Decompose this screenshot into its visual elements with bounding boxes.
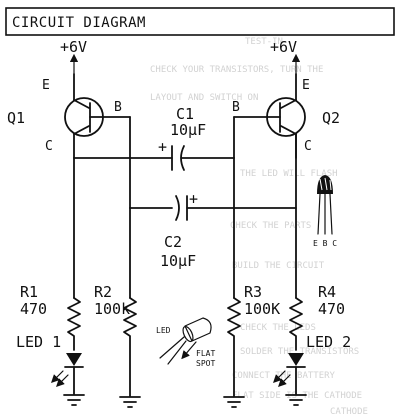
q2-label: Q2 bbox=[322, 109, 340, 127]
resistor-r2 bbox=[123, 297, 137, 397]
q1-collector-label: C bbox=[45, 139, 53, 154]
c1-value: 10μF bbox=[170, 121, 206, 139]
q1-base-label: B bbox=[114, 100, 122, 115]
transistor-pinout-sketch bbox=[317, 175, 333, 235]
ghost-line-11: CATHODE bbox=[330, 407, 368, 417]
transistor-q1 bbox=[64, 73, 131, 209]
ghost-line-6: BUILD THE CIRCUIT bbox=[232, 261, 325, 271]
ground-symbol-3 bbox=[223, 396, 245, 408]
led-inset-sketch bbox=[159, 317, 212, 365]
pinout-label: E B C bbox=[313, 239, 337, 248]
led-inset-flat-spot-label: FLAT SPOT bbox=[196, 349, 220, 368]
diagram-title: CIRCUIT DIAGRAM bbox=[12, 15, 146, 31]
r2-label: R2 bbox=[94, 283, 112, 301]
resistor-r1 bbox=[67, 297, 81, 351]
led-2 bbox=[273, 353, 306, 395]
r2-value: 100k bbox=[94, 300, 130, 318]
q2-emitter-label: E bbox=[302, 78, 310, 93]
ghost-line-8: SOLDER THE TRANSISTORS bbox=[240, 347, 359, 357]
led-1 bbox=[51, 353, 84, 395]
r1-label: R1 bbox=[20, 283, 38, 301]
led-1-label: LED 1 bbox=[16, 333, 61, 351]
ghost-line-10: FLAT SIDE IS THE CATHODE bbox=[232, 391, 362, 401]
c2-value: 10μF bbox=[160, 252, 196, 270]
led-inset-label: LED bbox=[156, 326, 171, 335]
c2-label: C2 bbox=[164, 233, 182, 251]
ghost-line-4: THE LED WILL FLASH bbox=[240, 169, 338, 179]
resistor-r3 bbox=[227, 297, 241, 397]
resistor-r4 bbox=[289, 297, 303, 351]
q1-label: Q1 bbox=[7, 109, 25, 127]
transistor-q2 bbox=[233, 73, 306, 159]
capacitor-c2 bbox=[129, 195, 297, 221]
ground-symbol-1 bbox=[63, 394, 85, 406]
supply-left-label: +6V bbox=[60, 38, 87, 56]
title-box: CIRCUIT DIAGRAM bbox=[5, 7, 395, 36]
q2-collector-label: C bbox=[304, 139, 312, 154]
r3-label: R3 bbox=[244, 283, 262, 301]
q1-emitter-label: E bbox=[42, 78, 50, 93]
c2-plus: + bbox=[189, 190, 198, 208]
ground-symbol-4 bbox=[285, 394, 307, 406]
ghost-line-1: TEST-IN bbox=[245, 37, 283, 47]
led-2-label: LED 2 bbox=[306, 333, 351, 351]
ghost-line-7: CHECK THE LEDS bbox=[240, 323, 316, 333]
r3-value: 100K bbox=[244, 300, 280, 318]
ghost-line-2: CHECK YOUR TRANSISTORS, TURN THE bbox=[150, 65, 323, 75]
r1-value: 470 bbox=[20, 300, 47, 318]
ghost-line-9: CONNECT THE BATTERY bbox=[232, 371, 336, 381]
r4-value: 470 bbox=[318, 300, 345, 318]
c1-plus: + bbox=[158, 138, 167, 156]
c1-label: C1 bbox=[176, 105, 194, 123]
capacitor-c1 bbox=[73, 145, 235, 171]
ground-symbol-2 bbox=[119, 396, 141, 408]
ghost-line-5: CHECK THE PARTS bbox=[230, 221, 311, 231]
r4-label: R4 bbox=[318, 283, 336, 301]
q2-base-label: B bbox=[232, 100, 240, 115]
supply-right-label: +6V bbox=[270, 38, 297, 56]
ghost-line-3: LAYOUT AND SWITCH ON bbox=[150, 93, 258, 103]
